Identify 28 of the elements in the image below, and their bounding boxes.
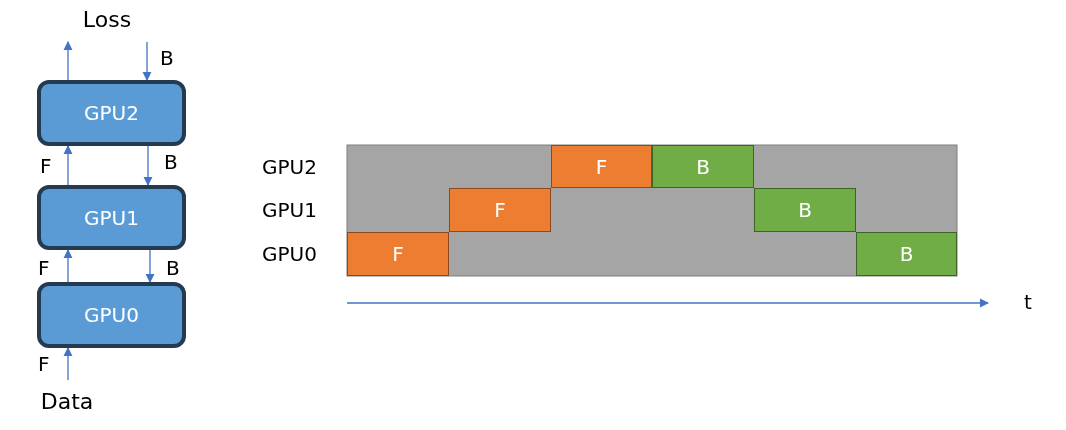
forward-block: F <box>449 188 551 232</box>
row-label: GPU1 <box>262 200 317 220</box>
arrow <box>63 249 73 283</box>
gpu-box: GPU2 <box>37 80 186 146</box>
arrow <box>63 41 73 81</box>
edge-label: F <box>38 258 50 278</box>
arrow <box>63 347 73 381</box>
arrow <box>143 145 153 186</box>
edge-label: B <box>166 258 180 278</box>
arrow <box>63 145 73 186</box>
backward-block: B <box>754 188 856 232</box>
row-label: GPU0 <box>262 244 317 264</box>
edge-label: F <box>38 354 50 374</box>
edge-label: B <box>160 48 174 68</box>
arrow <box>145 249 155 283</box>
backward-block: B <box>652 145 754 188</box>
backward-block: B <box>856 232 957 276</box>
row-label: GPU2 <box>262 157 317 177</box>
arrow <box>142 41 152 81</box>
edge-label: B <box>164 152 178 172</box>
edge-label: F <box>40 156 52 176</box>
forward-block: F <box>347 232 449 276</box>
gpu-box: GPU0 <box>37 282 186 348</box>
forward-block: F <box>551 145 652 188</box>
axis-label: t <box>1024 292 1032 312</box>
io-label: Data <box>38 388 96 414</box>
io-label: Loss <box>80 6 134 32</box>
gpu-box: GPU1 <box>37 185 186 250</box>
